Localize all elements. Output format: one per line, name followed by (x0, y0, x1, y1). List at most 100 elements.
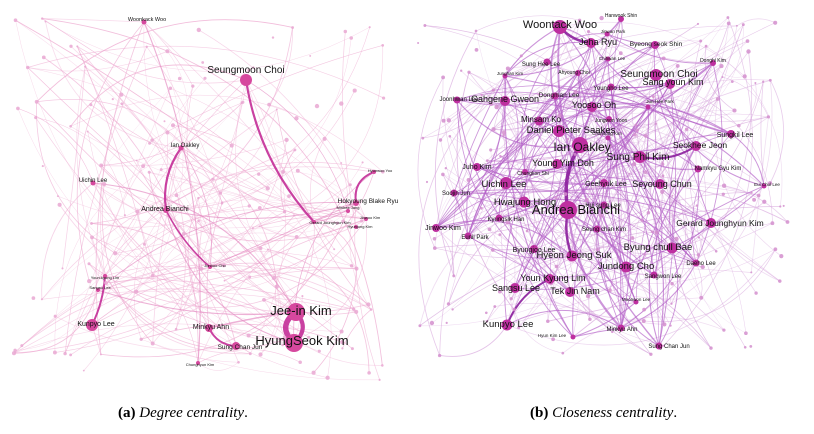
minor-node (246, 333, 251, 338)
minor-node (145, 45, 148, 48)
edge (620, 145, 697, 329)
edge (493, 129, 699, 256)
minor-node (460, 69, 463, 72)
minor-node (350, 347, 354, 351)
edge (259, 45, 383, 227)
edge (687, 40, 746, 348)
edge (35, 117, 251, 354)
minor-node (631, 162, 637, 167)
minor-node (662, 344, 665, 347)
node-label: Sung Chan Jun (648, 344, 689, 350)
minor-node (745, 39, 750, 43)
edge (513, 309, 563, 354)
edge (62, 66, 86, 269)
edge (142, 102, 242, 167)
minor-node (82, 369, 85, 372)
node-label: Byeong seok Shin (630, 41, 683, 48)
minor-node (31, 296, 36, 300)
node (605, 135, 611, 141)
edge (669, 62, 714, 249)
edge (13, 236, 297, 354)
edge (611, 51, 752, 333)
edge (45, 21, 370, 72)
minor-node (646, 83, 649, 86)
minor-node (509, 297, 513, 301)
minor-node (368, 26, 371, 29)
minor-node (737, 123, 741, 128)
node-label: HyungSeok Kim (255, 333, 348, 348)
minor-node (505, 220, 510, 225)
minor-node (730, 80, 734, 83)
node (287, 303, 305, 321)
edge (104, 86, 194, 277)
panel-a-edges (13, 18, 384, 381)
node-label: Andrea Bianchi (141, 206, 189, 213)
edge (538, 120, 635, 167)
edge (558, 130, 622, 329)
minor-node (660, 189, 665, 194)
minor-node (57, 202, 62, 207)
minor-node (111, 98, 114, 101)
caption-b: (b) Closeness centrality. (530, 405, 677, 422)
node (502, 73, 508, 79)
minor-node (139, 337, 143, 341)
node-label: Jinwoo Kim (360, 215, 381, 220)
minor-node (282, 335, 287, 340)
minor-node (352, 88, 357, 93)
minor-node (34, 99, 39, 104)
edge (606, 33, 714, 64)
minor-node (148, 141, 152, 145)
edge (152, 266, 211, 344)
edge (504, 25, 737, 77)
minor-node (294, 234, 299, 239)
edge (209, 202, 357, 268)
edge (504, 18, 622, 77)
minor-node (271, 275, 277, 281)
edge (417, 77, 444, 249)
edge (197, 349, 301, 364)
minor-node (585, 294, 591, 299)
edge (41, 199, 367, 300)
edge (546, 33, 608, 63)
minor-node (13, 348, 17, 352)
minor-node (41, 55, 46, 60)
edge (577, 72, 667, 325)
node (634, 151, 646, 163)
edge (41, 166, 375, 300)
edge (574, 17, 729, 155)
edge (566, 209, 622, 329)
node (500, 177, 512, 189)
minor-node (417, 41, 420, 45)
edge (435, 201, 525, 229)
edge (15, 289, 99, 351)
minor-node (497, 290, 502, 294)
edge (17, 108, 94, 184)
node-label: Jeha Ryu (579, 37, 617, 47)
minor-node (537, 93, 540, 96)
node-label: Sangsu Lee (89, 285, 111, 290)
node (501, 319, 513, 331)
node (655, 342, 663, 350)
minor-node (135, 209, 140, 214)
minor-node (293, 148, 297, 152)
edge (499, 222, 712, 293)
minor-node (642, 307, 646, 312)
edge (163, 147, 182, 211)
node (559, 201, 577, 219)
minor-node (601, 88, 605, 93)
edge (70, 126, 349, 212)
edge (572, 301, 637, 338)
node-label: Moonwon Lee (622, 297, 651, 302)
edge (760, 81, 765, 187)
edge (591, 62, 714, 109)
node-label: Andrea Bianchi (532, 202, 620, 217)
node (727, 130, 735, 138)
edge (91, 27, 293, 224)
edge (435, 156, 641, 229)
minor-node (150, 273, 155, 278)
edge (88, 263, 285, 341)
edge (42, 18, 232, 146)
edge (453, 192, 469, 237)
edge (141, 339, 380, 381)
edge (198, 220, 297, 313)
